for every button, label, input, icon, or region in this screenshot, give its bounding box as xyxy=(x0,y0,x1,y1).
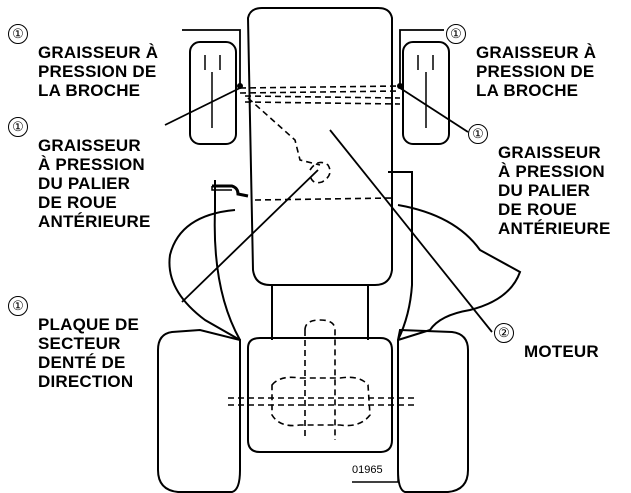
drive-shaft xyxy=(304,319,336,440)
steering-sector xyxy=(309,161,331,184)
callout-steering-plate: ① PLAQUE DE SECTEUR DENTÉ DE DIRECTION xyxy=(8,296,139,391)
figure-code: 01965 xyxy=(352,464,383,476)
callout-number: ① xyxy=(8,24,28,44)
transaxle xyxy=(271,376,371,427)
rear-axle xyxy=(228,397,415,406)
hood xyxy=(246,7,393,286)
callout-number: ① xyxy=(468,124,488,144)
callout-text: GRAISSEUR À PRESSION DE LA BROCHE xyxy=(476,43,597,100)
leader-top-right xyxy=(399,29,444,85)
callout-text: GRAISSEUR À PRESSION DU PALIER DE ROUE A… xyxy=(38,136,151,231)
leader-mid-left xyxy=(164,87,241,126)
callout-text: GRAISSEUR À PRESSION DU PALIER DE ROUE A… xyxy=(498,143,611,238)
rear-right-wheel xyxy=(397,328,469,493)
seat-plate xyxy=(247,337,393,453)
tie-rod xyxy=(244,95,401,105)
leader-motor xyxy=(329,129,493,333)
callout-right-wheel-bearing: ① GRAISSEUR À PRESSION DU PALIER DE ROUE … xyxy=(468,124,611,238)
seat-column xyxy=(271,285,369,340)
callout-text: MOTEUR xyxy=(524,342,599,361)
body-left-side xyxy=(213,180,241,341)
body-right-side xyxy=(388,171,413,341)
leader-top-left xyxy=(182,29,241,85)
callout-engine: ② MOTEUR xyxy=(494,323,599,361)
callout-number: ① xyxy=(8,296,28,316)
front-right-wheel xyxy=(402,41,450,145)
callout-text: GRAISSEUR À PRESSION DE LA BROCHE xyxy=(38,43,159,100)
front-axle xyxy=(239,85,401,94)
callout-left-wheel-bearing: ① GRAISSEUR À PRESSION DU PALIER DE ROUE … xyxy=(8,117,151,231)
rear-left-wheel xyxy=(157,328,241,493)
cross-brace xyxy=(254,197,393,201)
callout-number: ② xyxy=(494,323,514,343)
callout-text: PLAQUE DE SECTEUR DENTÉ DE DIRECTION xyxy=(38,315,139,391)
callout-number: ① xyxy=(8,117,28,137)
leader-plaque xyxy=(181,169,319,303)
left-fender xyxy=(168,209,241,341)
callout-number: ① xyxy=(446,24,466,44)
callout-left-spindle: ① GRAISSEUR À PRESSION DE LA BROCHE xyxy=(8,24,158,100)
steering-handle xyxy=(212,184,249,198)
leader-mid-right xyxy=(399,87,469,133)
steering-link xyxy=(247,97,321,166)
right-fender xyxy=(397,204,522,341)
front-left-wheel xyxy=(189,41,237,145)
callout-right-spindle: ① GRAISSEUR À PRESSION DE LA BROCHE xyxy=(446,24,596,100)
